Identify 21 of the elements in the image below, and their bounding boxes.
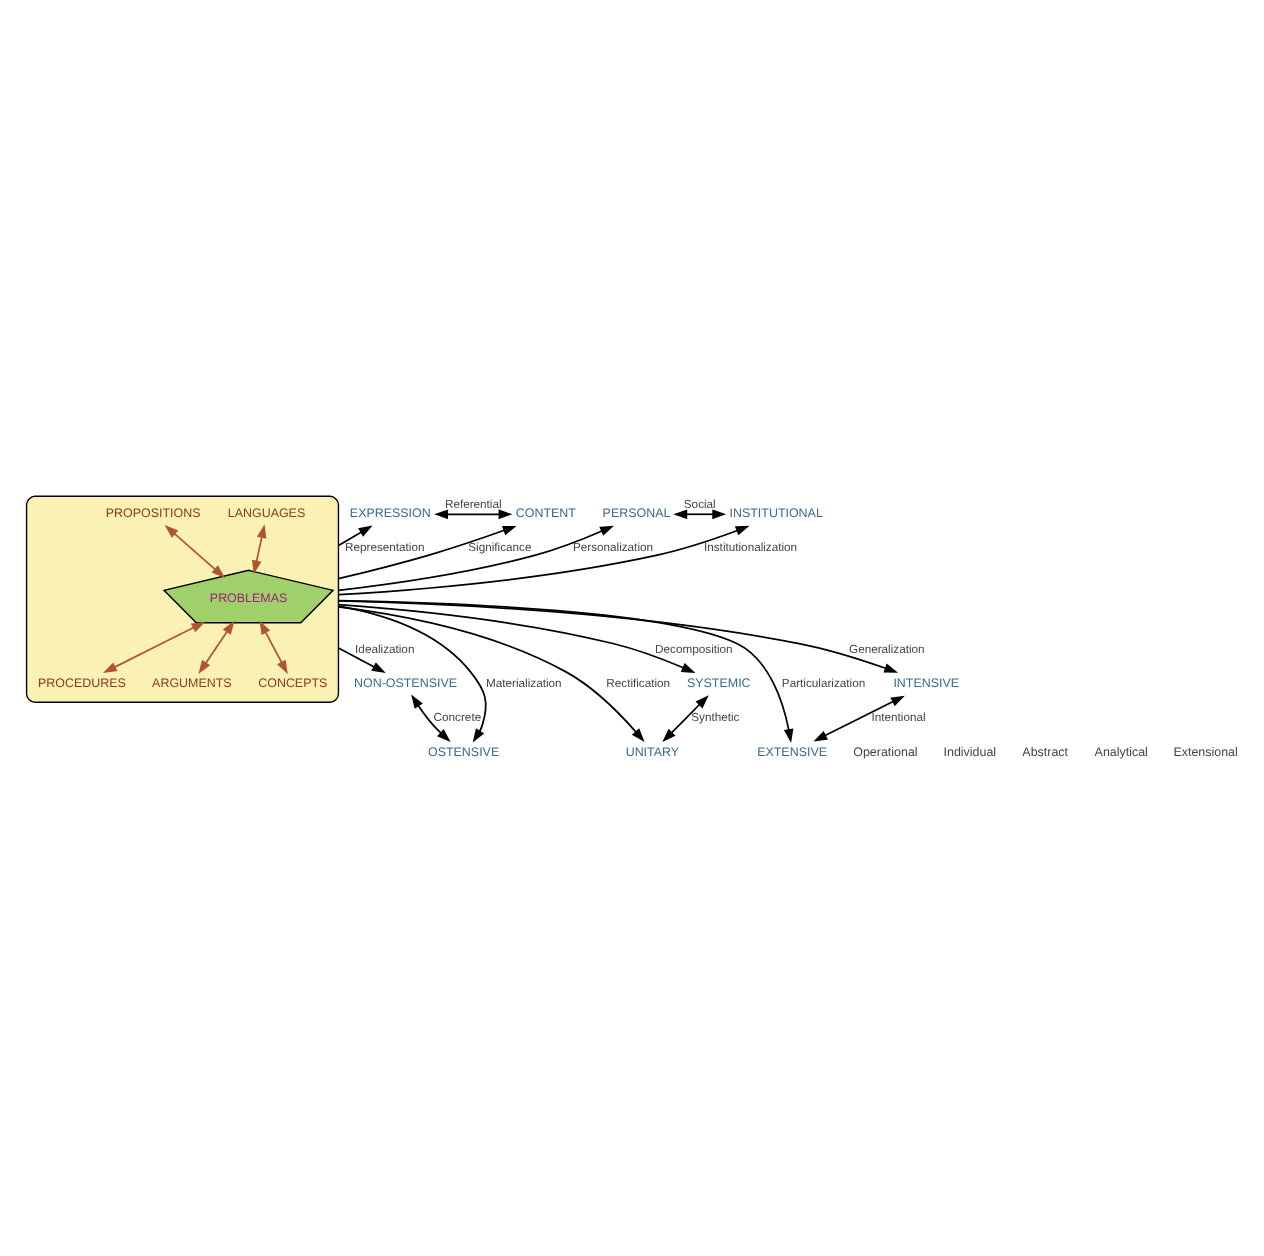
arrow [337, 599, 794, 743]
arrow [411, 694, 451, 742]
arrow [337, 525, 517, 580]
arrow [337, 603, 696, 673]
arrow [337, 605, 487, 743]
arrow [337, 525, 750, 596]
arrow [337, 606, 645, 743]
arrow [337, 525, 614, 592]
arrow [337, 600, 899, 673]
cluster [25, 495, 340, 703]
arrow [813, 695, 905, 742]
arrow [251, 524, 267, 575]
arrow [662, 695, 709, 743]
arrow [337, 647, 386, 674]
arrow [337, 525, 373, 547]
arrow [198, 620, 235, 675]
arrow [259, 620, 288, 675]
arrow [434, 509, 513, 520]
arrow [673, 509, 727, 520]
arrow [103, 621, 206, 674]
arrow [164, 525, 226, 579]
